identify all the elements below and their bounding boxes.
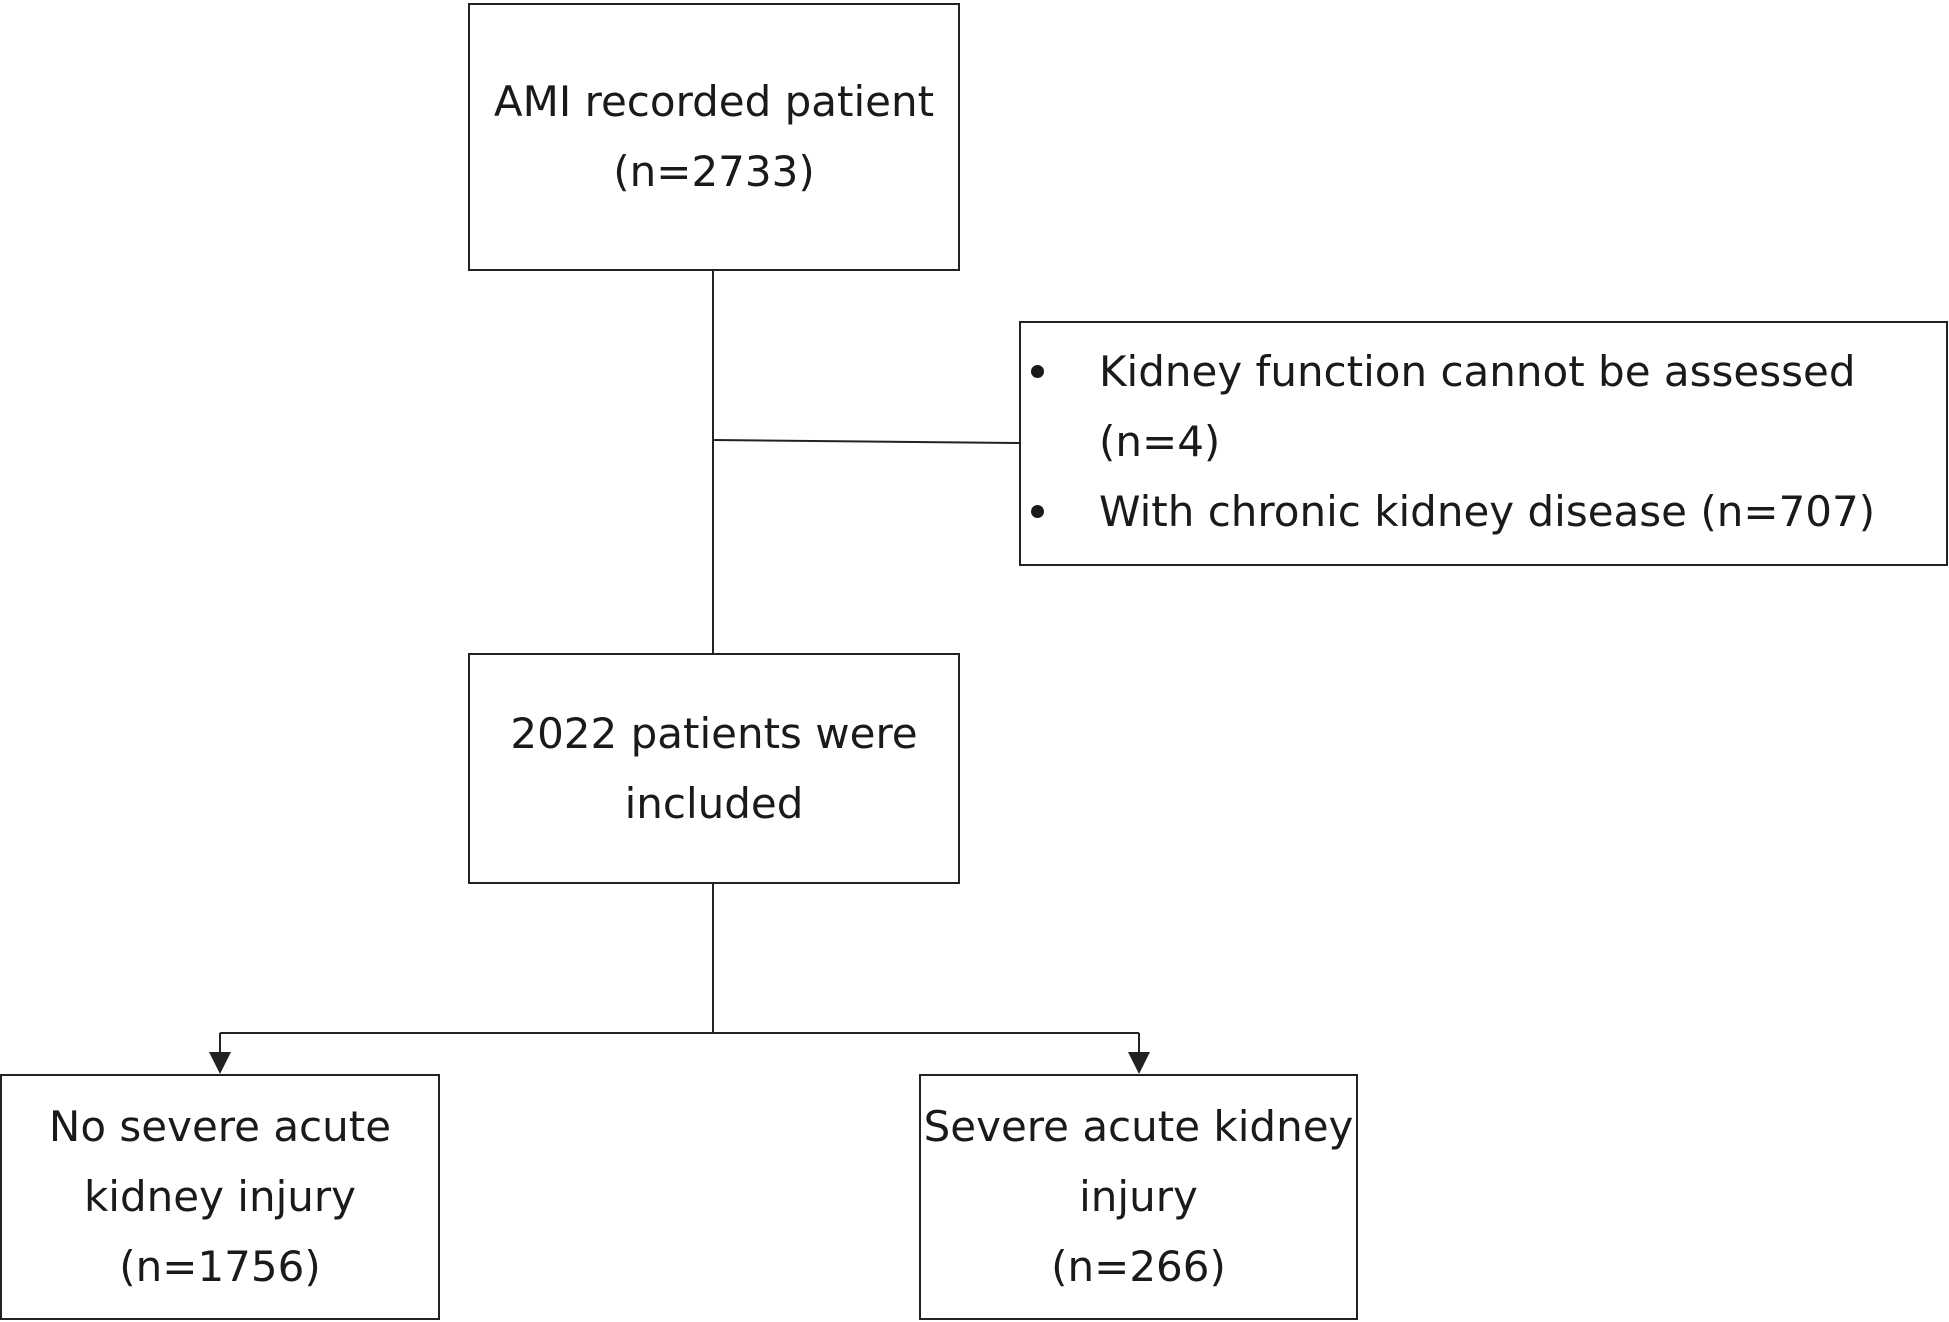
exclusion-item-1-line-1: Kidney function cannot be assessed [1099,347,1856,396]
node-included-line-2: included [624,778,804,828]
node-aki-line-2: injury [1079,1172,1198,1221]
node-ami-line-1: AMI recorded patient [493,77,935,126]
exclusion-item-2-line-1: With chronic kidney disease (n=707) [1099,487,1876,536]
node-no-severe-aki: No severe acute kidney injury (n=1756) [0,1074,440,1320]
node-exclusion-criteria: Kidney function cannot be assessed (n=4)… [1019,321,1948,566]
exclusion-item-kidney-function: Kidney function cannot be assessed (n=4) [1021,337,1926,477]
node-aki-line-1: Severe acute kidney [923,1102,1354,1151]
node-no-aki-line-2: kidney injury [83,1172,356,1221]
node-included-line-1: 2022 patients were [510,708,918,758]
arrowhead-severe-aki [1128,1052,1150,1074]
bullet-icon [1031,365,1044,378]
exclusion-item-1-line-2: (n=4) [1099,417,1221,466]
node-ami-recorded-patients: AMI recorded patient (n=2733) [468,3,960,271]
node-aki-line-3: (n=266) [1051,1242,1226,1291]
node-patients-included: 2022 patients were included [468,653,960,884]
node-no-aki-line-1: No severe acute [48,1102,392,1151]
exclusion-item-chronic-kidney-disease: With chronic kidney disease (n=707) [1021,477,1926,547]
node-severe-aki: Severe acute kidney injury (n=266) [919,1074,1358,1320]
node-ami-line-2: (n=2733) [613,147,815,196]
connector-exclusion-branch [712,439,1020,444]
node-no-aki-line-3: (n=1756) [119,1242,321,1291]
arrowhead-no-severe-aki [209,1052,231,1074]
bullet-icon [1031,505,1044,518]
